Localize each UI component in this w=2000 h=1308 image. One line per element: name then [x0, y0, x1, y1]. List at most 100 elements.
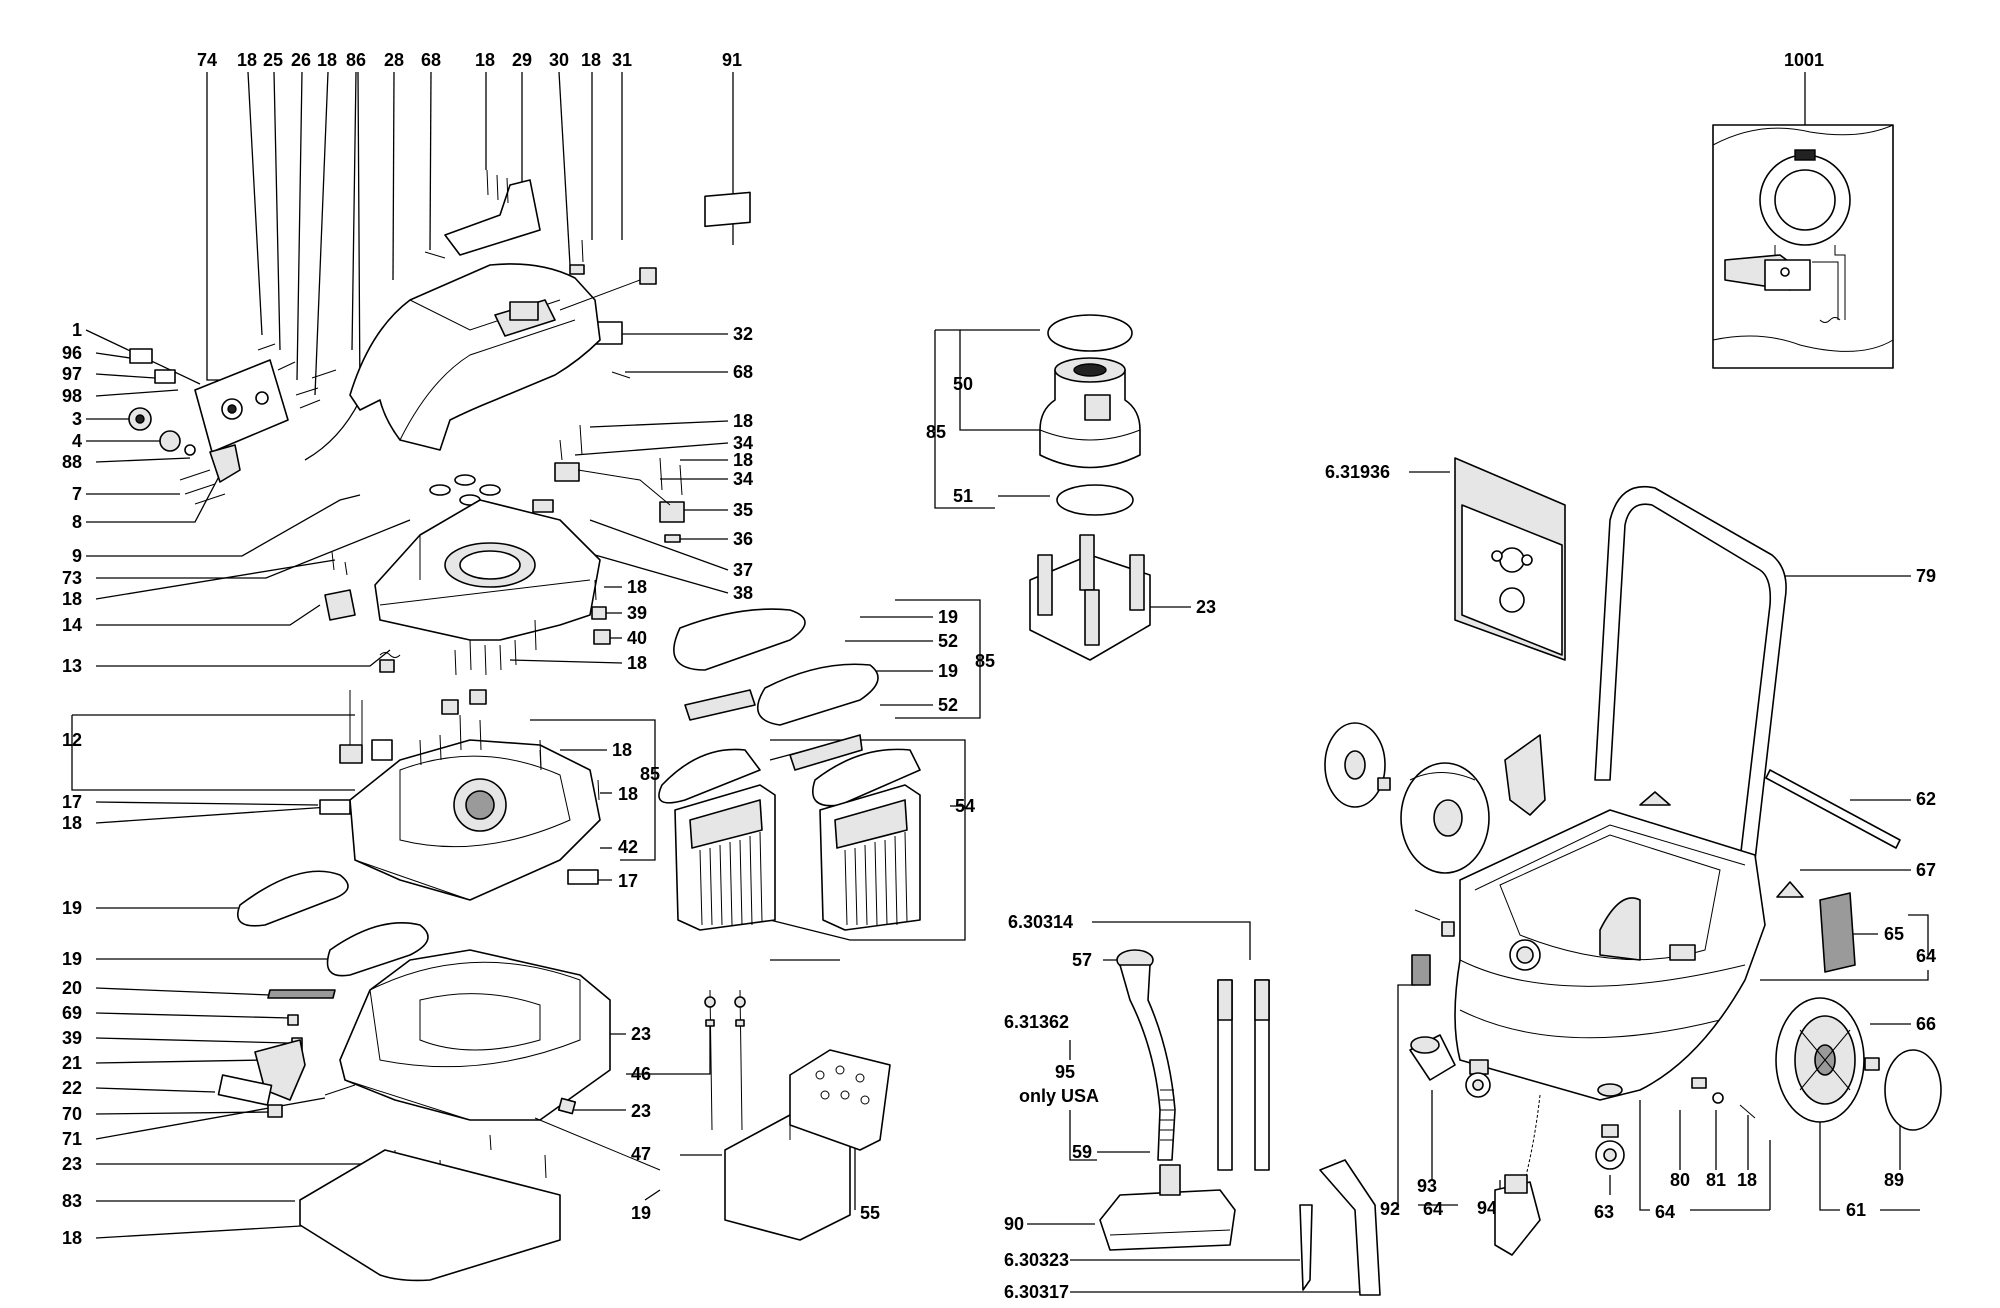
- part-39-40-parts: [591, 579, 611, 645]
- part-6-30317-bent-tube: [1319, 1159, 1381, 1296]
- label-18: 18: [627, 653, 647, 673]
- label-67: 67: [1916, 860, 1936, 880]
- part-6-30314-extension-tubes: [1217, 979, 1270, 1171]
- label-28: 28: [384, 50, 404, 70]
- label-1: 1: [72, 320, 82, 340]
- part-17-metabo-badge: [567, 869, 599, 885]
- label-91: 91: [722, 50, 742, 70]
- label-88: 88: [62, 452, 82, 472]
- label-64: 64: [1655, 1202, 1675, 1222]
- part-small-screw: [1414, 909, 1441, 921]
- label-23: 23: [62, 1154, 82, 1174]
- part-38-connector: [532, 499, 554, 513]
- part-18-screws-mid: [454, 619, 537, 676]
- part-69-cap: [287, 1014, 299, 1026]
- label-19: 19: [62, 949, 82, 969]
- part-31-cable: [559, 267, 657, 311]
- part-19-rod: [534, 1117, 661, 1171]
- label-18: 18: [62, 1228, 82, 1248]
- part-caster-front: [1465, 1059, 1491, 1098]
- middle-labels: 19 52 85 19 52 54 50 85 51 23: [926, 374, 1216, 816]
- label-18: 18: [62, 813, 82, 833]
- accessory-leader-lines: [1027, 921, 1375, 1293]
- label-86: 86: [346, 50, 366, 70]
- label-6-30314: 6.30314: [1008, 912, 1073, 932]
- part-19-filter-gasket: [812, 748, 921, 807]
- part-35-capacitors: [554, 462, 685, 523]
- part-23-base-housing: [339, 949, 611, 1121]
- part-97-sticker: [154, 369, 176, 384]
- label-80: 80: [1670, 1170, 1690, 1190]
- label-93: 93: [1417, 1176, 1437, 1196]
- label-71: 71: [62, 1129, 82, 1149]
- label-94: 94: [1477, 1198, 1497, 1218]
- label-8: 8: [72, 512, 82, 532]
- label-4: 4: [72, 431, 82, 451]
- label-65: 65: [1884, 924, 1904, 944]
- part-30-clip: [569, 264, 585, 275]
- part-18-screw: [1739, 1104, 1756, 1119]
- label-3: 3: [72, 409, 82, 429]
- label-17: 17: [62, 792, 82, 812]
- part-62-rod: [1765, 769, 1901, 849]
- label-38: 38: [733, 583, 753, 603]
- label-69: 69: [62, 1003, 82, 1023]
- part-74-switch-plate: [194, 359, 289, 453]
- label-only-usa: only USA: [1019, 1086, 1099, 1106]
- label-20: 20: [62, 978, 82, 998]
- label-23: 23: [631, 1024, 651, 1044]
- part-cover-disc: [1324, 722, 1386, 808]
- part-29-handle: [444, 179, 541, 256]
- part-50-seal-ring: [1047, 314, 1133, 352]
- label-6-31936: 6.31936: [1325, 462, 1390, 482]
- part-23-motor-mount: [1029, 534, 1151, 661]
- part-93-adapter: [1409, 1034, 1456, 1081]
- left-leader-lines: [71, 329, 489, 1239]
- label-39: 39: [62, 1028, 82, 1048]
- label-9: 9: [72, 546, 82, 566]
- label-17: 17: [618, 871, 638, 891]
- label-62: 62: [1916, 789, 1936, 809]
- label-73: 73: [62, 568, 82, 588]
- label-6-31362: 6.31362: [1004, 1012, 1069, 1032]
- label-98: 98: [62, 386, 82, 406]
- part-83-frame: [299, 1149, 561, 1282]
- label-18: 18: [733, 450, 753, 470]
- top-labels: 74 18 25 26 18 86 28 68 18 29 30 18 31 9…: [197, 50, 742, 70]
- part-54-filter-cartridge: [674, 784, 776, 931]
- part-36-clip: [664, 534, 681, 543]
- label-18: 18: [237, 50, 257, 70]
- part-axle-nut: [1377, 777, 1391, 791]
- label-6-30317: 6.30317: [1004, 1282, 1069, 1302]
- label-79: 79: [1916, 566, 1936, 586]
- part-67-holder: [1776, 881, 1804, 898]
- part-18-screws-42: [419, 714, 600, 801]
- part-80-clip: [1691, 1077, 1707, 1089]
- label-30: 30: [549, 50, 569, 70]
- label-50: 50: [953, 374, 973, 394]
- label-68: 68: [421, 50, 441, 70]
- part-19-filter-gasket: [673, 608, 806, 671]
- label-55: 55: [860, 1203, 880, 1223]
- label-57: 57: [1072, 950, 1092, 970]
- part-54-filter-cartridge: [819, 784, 921, 931]
- part-90-floor-nozzle: [1099, 1164, 1236, 1251]
- part-73-screws: [331, 551, 348, 576]
- part-34-screws: [559, 424, 683, 496]
- label-7: 7: [72, 484, 82, 504]
- part-23-clip: [557, 1097, 577, 1115]
- label-23: 23: [631, 1101, 651, 1121]
- label-52: 52: [938, 695, 958, 715]
- part-46-rods: [704, 989, 746, 1131]
- part-19-gasket: [326, 922, 429, 977]
- label-36: 36: [733, 529, 753, 549]
- label-81: 81: [1706, 1170, 1726, 1190]
- label-25: 25: [263, 50, 283, 70]
- label-40: 40: [627, 628, 647, 648]
- label-18: 18: [627, 577, 647, 597]
- part-6-31362-suction-hose: [1116, 949, 1176, 1161]
- top-leader-lines: [206, 71, 734, 461]
- label-68: 68: [733, 362, 753, 382]
- part-14-holder: [324, 589, 356, 621]
